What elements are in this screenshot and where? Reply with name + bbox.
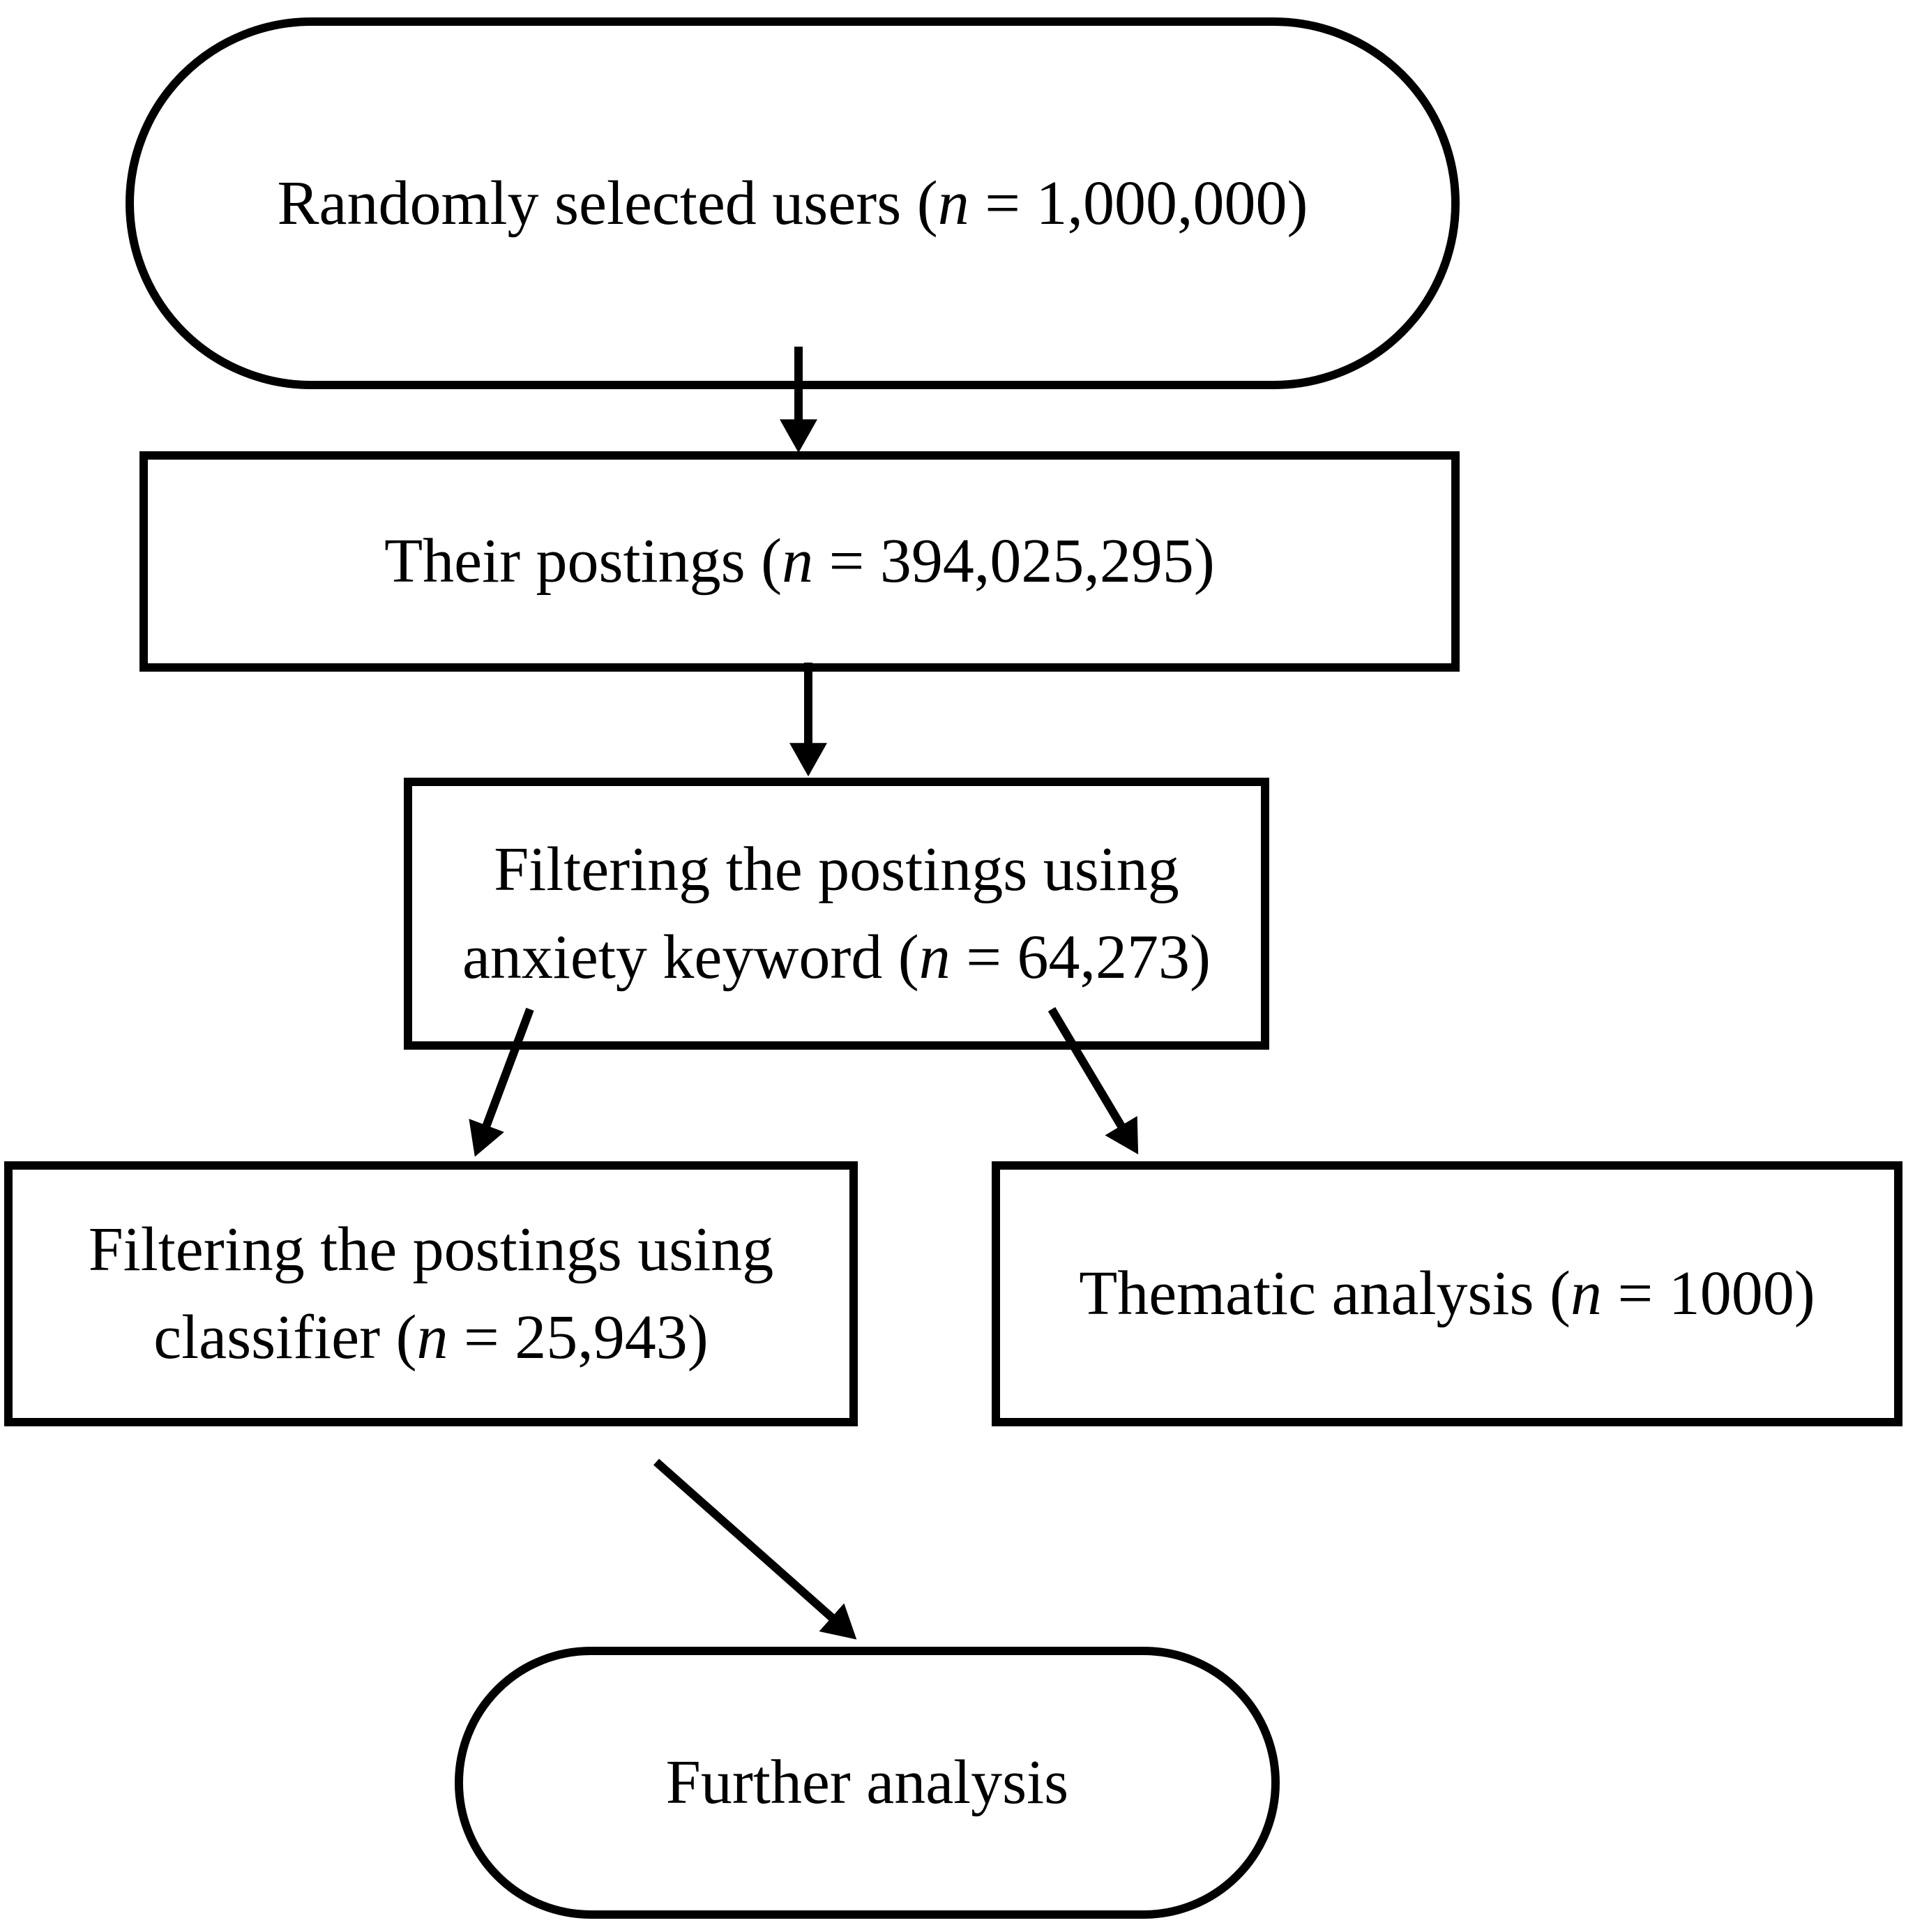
arrow-classifier-filter-to-further-analysis	[653, 1458, 857, 1640]
label-text: = 64,273)	[950, 923, 1211, 992]
label-n-italic: n	[937, 168, 969, 238]
node-label-line-1: Filtering the postings using	[89, 1206, 774, 1294]
label-text: Thematic analysis (	[1079, 1259, 1571, 1328]
node-label: Further analysis	[666, 1739, 1068, 1827]
node-thematic-analysis: Thematic analysis (n = 1000)	[992, 1161, 1902, 1426]
node-their-postings: Their postings (n = 394,025,295)	[139, 451, 1460, 672]
node-label: Randomly selected users (n = 1,000,000)	[278, 160, 1308, 248]
node-label-line-2: anxiety keyword (n = 64,273)	[462, 914, 1211, 1002]
label-text: = 394,025,295)	[813, 527, 1215, 596]
node-filtering-classifier: Filtering the postings using classifier …	[4, 1161, 858, 1426]
node-further-analysis: Further analysis	[455, 1647, 1280, 1919]
label-text: Filtering the postings using	[88, 1215, 774, 1284]
node-label: Thematic analysis (n = 1000)	[1079, 1250, 1815, 1338]
label-text: Further analysis	[665, 1748, 1069, 1817]
node-filtering-anxiety-keyword: Filtering the postings using anxiety key…	[404, 778, 1269, 1050]
label-text: Their postings (	[384, 527, 782, 596]
label-n-italic: n	[1571, 1259, 1603, 1328]
node-randomly-selected-users: Randomly selected users (n = 1,000,000)	[126, 17, 1460, 389]
label-text: = 25,943)	[448, 1303, 709, 1372]
node-label: Their postings (n = 394,025,295)	[384, 518, 1215, 605]
label-n-italic: n	[416, 1303, 448, 1372]
label-text: Filtering the postings using	[494, 835, 1179, 904]
label-text: classifier (	[153, 1303, 417, 1372]
label-text: = 1000)	[1602, 1259, 1815, 1328]
label-text: anxiety keyword (	[462, 923, 919, 992]
label-text: Randomly selected users (	[277, 168, 938, 238]
label-text: = 1,000,000)	[969, 168, 1308, 238]
label-n-italic: n	[782, 527, 814, 596]
node-label-line-2: classifier (n = 25,943)	[153, 1294, 709, 1382]
node-label-line-1: Filtering the postings using	[494, 826, 1179, 914]
label-n-italic: n	[918, 923, 951, 992]
